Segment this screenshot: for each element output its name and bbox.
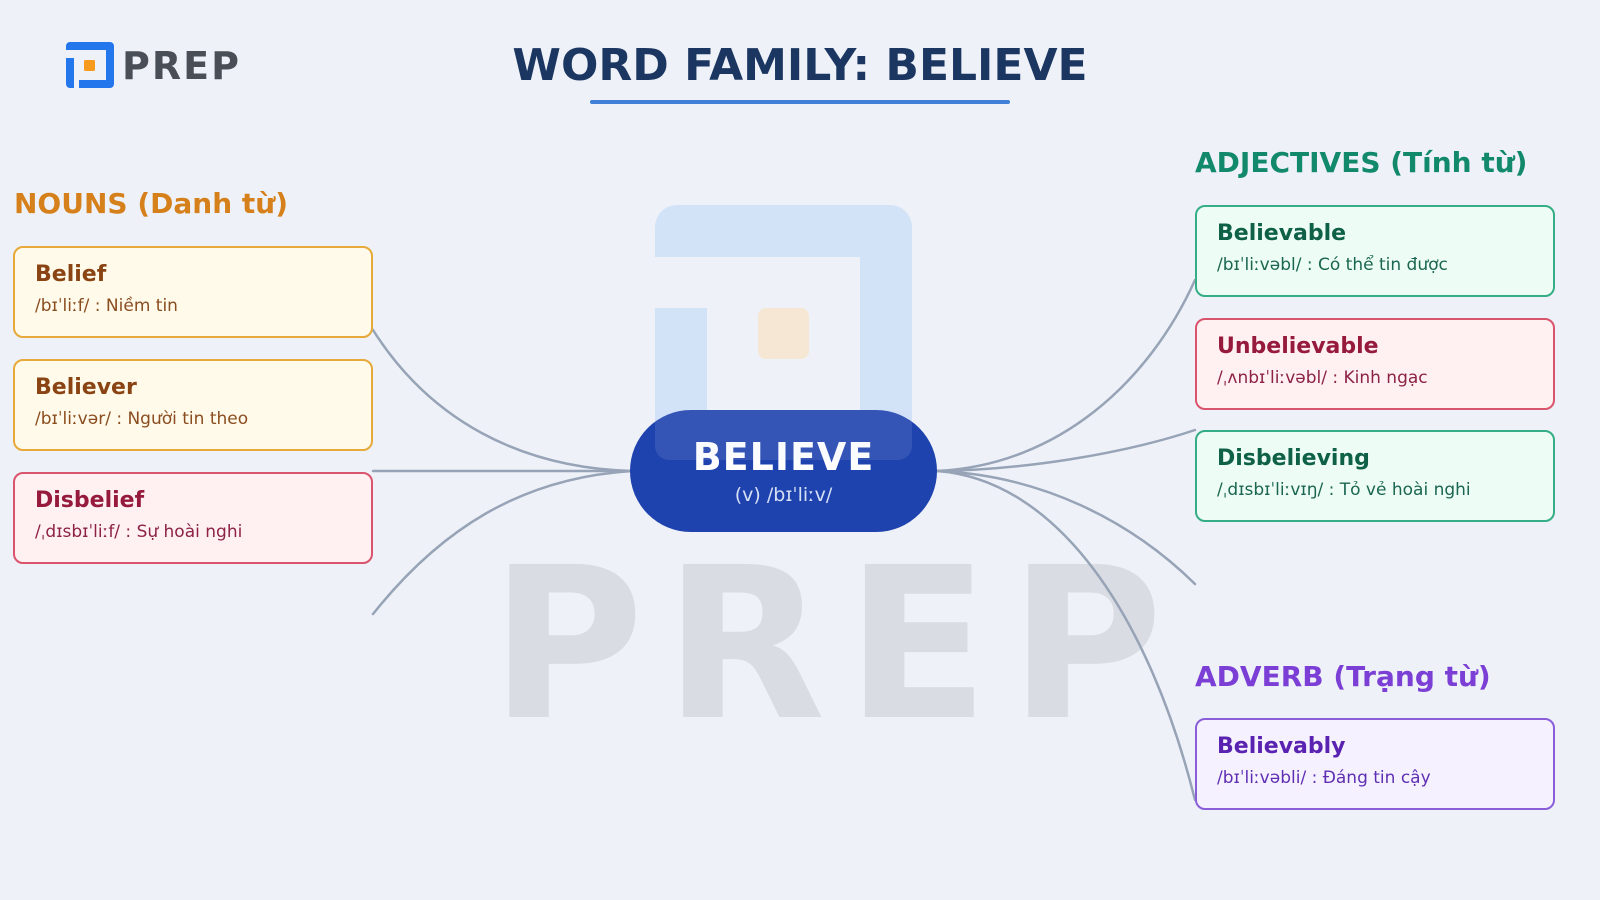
card-word: Disbelieving xyxy=(1217,446,1370,471)
connector-unbelievable xyxy=(935,428,1197,473)
card-disbelief: Disbelief /ˌdɪsbɪˈliːf/ : Sự hoài nghi xyxy=(13,472,373,564)
card-definition: /bɪˈliːvəbli/ : Đáng tin cậy xyxy=(1217,768,1431,788)
page-title: WORD FAMILY: BELIEVE xyxy=(512,40,1088,91)
section-title-nouns: NOUNS (Danh từ) xyxy=(14,187,288,220)
card-word: Unbelievable xyxy=(1217,334,1379,359)
card-word: Belief xyxy=(35,262,107,287)
card-definition: /bɪˈliːvər/ : Người tin theo xyxy=(35,409,249,429)
center-ipa: (v) /bɪˈliːv/ xyxy=(734,484,833,506)
card-word: Disbelief xyxy=(35,488,145,513)
section-title-adverb: ADVERB (Trạng từ) xyxy=(1195,660,1491,693)
connector-belief xyxy=(371,328,634,473)
connector-believable xyxy=(935,278,1197,473)
card-believable: Believable /bɪˈliːvəbl/ : Có thể tin đượ… xyxy=(1195,205,1555,297)
card-definition: /bɪˈliːf/ : Niềm tin xyxy=(35,296,178,316)
section-title-adjectives: ADJECTIVES (Tính từ) xyxy=(1195,146,1528,179)
title-underline xyxy=(590,100,1010,104)
card-definition: /ˌdɪsbɪˈliːvɪŋ/ : Tỏ vẻ hoài nghi xyxy=(1217,480,1471,500)
card-definition: /ˌdɪsbɪˈliːf/ : Sự hoài nghi xyxy=(35,522,243,542)
logo-text: PREP xyxy=(122,44,241,88)
card-believably: Believably /bɪˈliːvəbli/ : Đáng tin cậy xyxy=(1195,718,1555,810)
card-belief: Belief /bɪˈliːf/ : Niềm tin xyxy=(13,246,373,338)
card-disbelieving: Disbelieving /ˌdɪsbɪˈliːvɪŋ/ : Tỏ vẻ hoà… xyxy=(1195,430,1555,522)
card-word: Believable xyxy=(1217,221,1347,246)
watermark-text: PREP xyxy=(490,522,1183,767)
card-believer: Believer /bɪˈliːvər/ : Người tin theo xyxy=(13,359,373,451)
card-unbelievable: Unbelievable /ˌʌnbɪˈliːvəbl/ : Kinh ngạc xyxy=(1195,318,1555,410)
card-definition: /ˌʌnbɪˈliːvəbl/ : Kinh ngạc xyxy=(1217,368,1428,388)
prep-logo-icon xyxy=(66,42,114,88)
center-word: BELIEVE xyxy=(692,435,875,479)
card-word: Believably xyxy=(1217,734,1346,759)
card-definition: /bɪˈliːvəbl/ : Có thể tin được xyxy=(1217,255,1448,275)
card-word: Believer xyxy=(35,375,137,400)
connector-disbelieving xyxy=(935,469,1197,586)
center-node: BELIEVE (v) /bɪˈliːv/ xyxy=(630,410,937,532)
connector-believably xyxy=(935,469,1197,802)
connector-disbelief xyxy=(371,469,634,616)
prep-logo: PREP xyxy=(66,42,239,90)
